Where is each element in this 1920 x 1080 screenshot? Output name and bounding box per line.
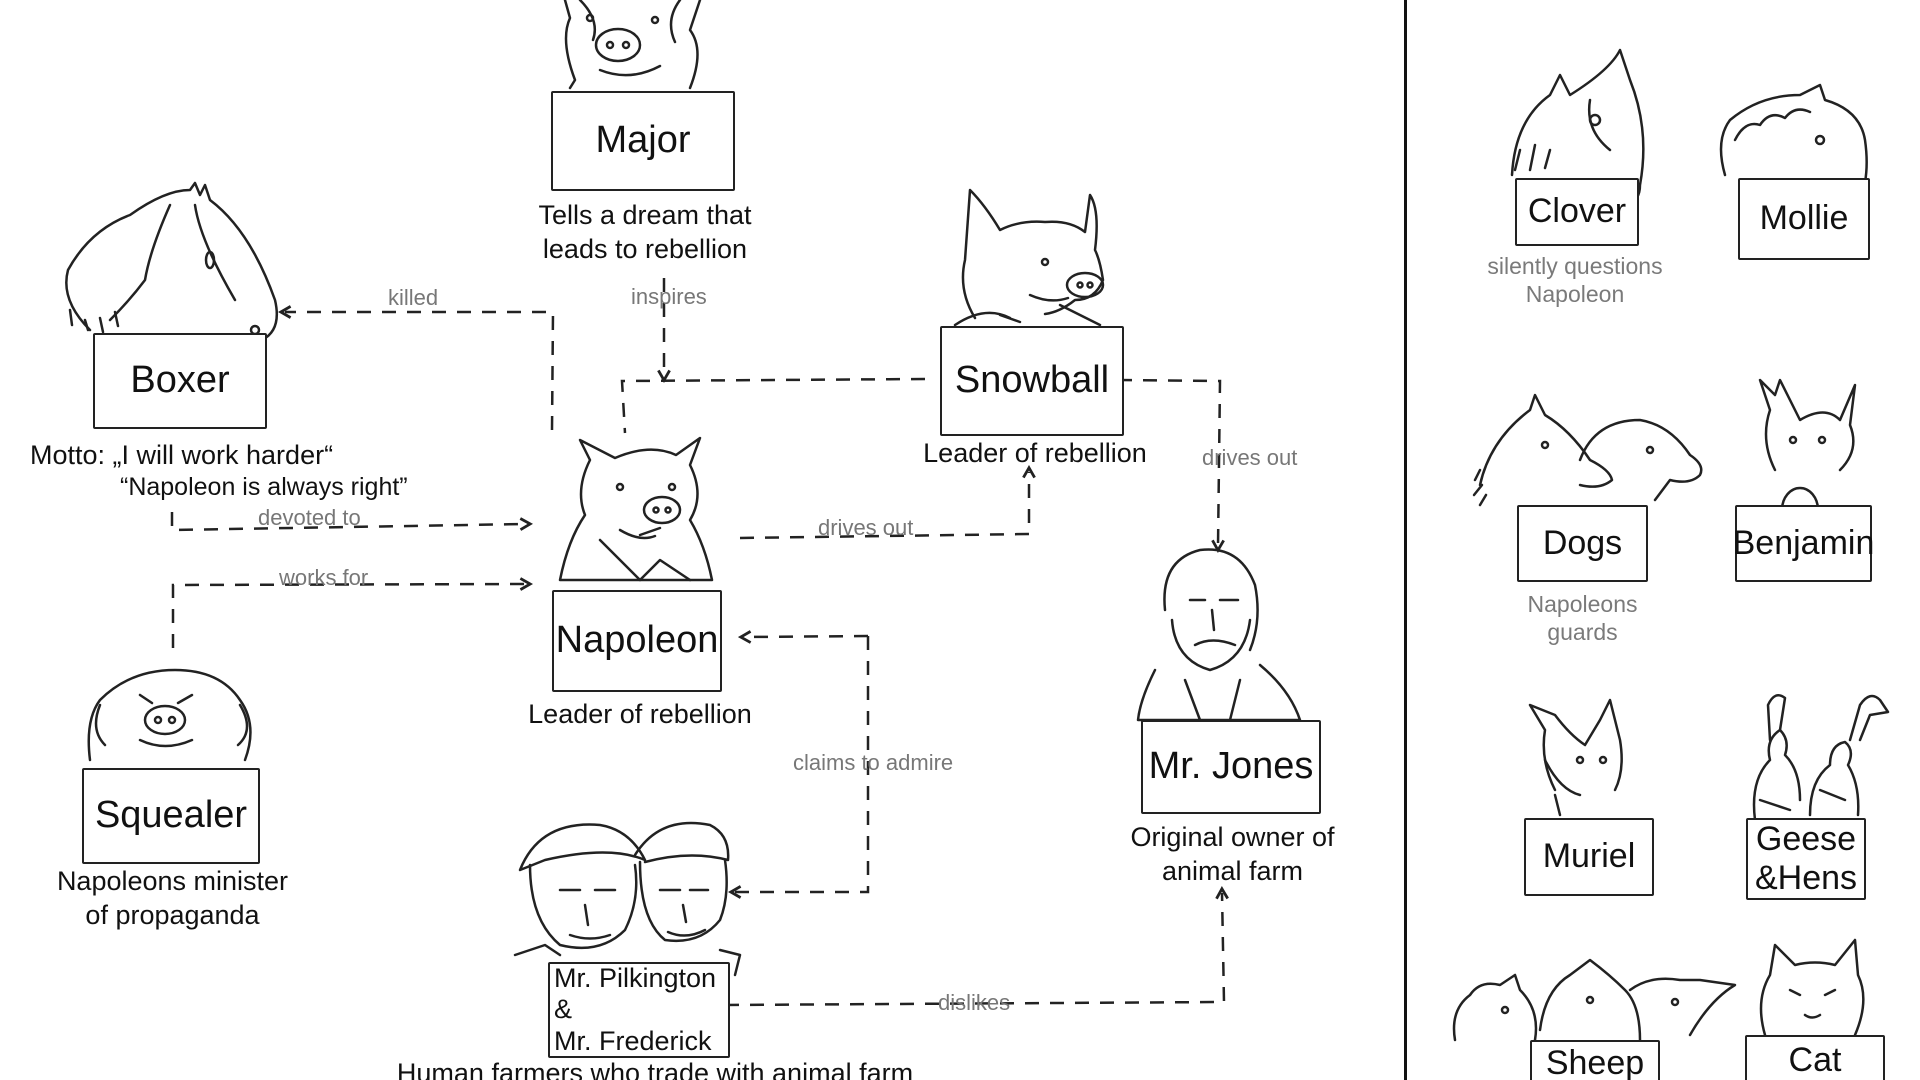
snowball-pig-drawing xyxy=(953,188,1105,327)
edge-drives-out-1 xyxy=(739,472,1029,540)
edge-devoted-to xyxy=(170,512,526,532)
clover-desc-line1: silently questions xyxy=(1487,253,1663,279)
edge-label-claims-to-admire: claims to admire xyxy=(793,750,954,775)
edge-label-devoted-to: devoted to xyxy=(258,505,361,530)
jones-desc-line2: animal farm xyxy=(1161,856,1304,886)
napoleon-description: Leader of rebellion xyxy=(528,699,752,729)
node-major: Major xyxy=(551,91,735,191)
cat-drawing xyxy=(1759,938,1865,1037)
dogs-desc-line2: guards xyxy=(1547,619,1618,645)
node-farmers: Mr. Pilkington & Mr. Frederick xyxy=(548,962,730,1058)
node-boxer: Boxer xyxy=(93,333,267,429)
node-mollie: Mollie xyxy=(1738,178,1870,260)
node-clover: Clover xyxy=(1515,178,1639,246)
node-benjamin: Benjamin xyxy=(1733,505,1874,582)
squealer-pig-drawing xyxy=(87,668,252,762)
edge-killed xyxy=(285,312,555,431)
farmers-description: Human farmers who trade with animal farm xyxy=(396,1058,914,1080)
edge-label-dislikes: dislikes xyxy=(938,990,1011,1015)
dogs-drawing xyxy=(1472,393,1703,507)
dogs-desc-line1: Napoleons xyxy=(1527,591,1638,617)
major-desc-line1: Tells a dream that xyxy=(538,200,752,230)
node-snowball: Snowball xyxy=(940,326,1124,436)
edge-label-works-for: works for xyxy=(279,565,369,590)
node-napoleon: Napoleon xyxy=(552,590,722,692)
jones-description: Original owner of animal farm xyxy=(1100,820,1365,888)
node-sheep: Sheep xyxy=(1530,1040,1660,1080)
node-cat: Cat xyxy=(1745,1035,1885,1080)
squealer-desc-line1: Napoleons minister xyxy=(56,866,289,896)
edge-drives-out-2 xyxy=(1117,378,1220,546)
muriel-goat-drawing xyxy=(1528,698,1623,817)
edge-works-for xyxy=(171,584,526,648)
clover-desc-line2: Napoleon xyxy=(1525,281,1625,307)
edge-label-inspires: inspires xyxy=(631,284,707,309)
jones-drawing xyxy=(1136,548,1302,722)
farmers-drawing xyxy=(513,821,742,977)
farmers-name-line2: Mr. Frederick xyxy=(554,1025,712,1056)
node-mr-jones: Mr. Jones xyxy=(1141,720,1321,814)
geese-name-line2: &Hens xyxy=(1754,859,1858,897)
boxer-motto-line1: Motto: „I will work harder“ xyxy=(30,440,334,470)
edge-dislikes xyxy=(724,893,1224,1007)
node-muriel: Muriel xyxy=(1524,818,1654,896)
edge-label-drives-out-1: drives out xyxy=(818,515,914,540)
major-pig-drawing xyxy=(563,0,702,90)
boxer-motto: Motto: „I will work harder“ “Napoleon is… xyxy=(30,438,410,502)
panel-divider xyxy=(1404,0,1407,1080)
dogs-description: Napoleons guards xyxy=(1480,590,1685,646)
farmers-name-line1: Mr. Pilkington & xyxy=(554,963,717,1025)
boxer-horse-drawing xyxy=(65,181,279,343)
major-desc-line2: leads to rebellion xyxy=(542,234,748,264)
node-geese-hens: Geese &Hens xyxy=(1746,818,1866,900)
node-major-description: Tells a dream that leads to rebellion xyxy=(500,198,790,266)
geese-hens-drawing xyxy=(1752,693,1890,822)
node-dogs: Dogs xyxy=(1517,505,1648,582)
geese-name-line1: Geese xyxy=(1755,819,1857,858)
napoleon-pig-drawing xyxy=(558,436,714,582)
edge-label-drives-out-2: drives out xyxy=(1202,445,1298,470)
squealer-desc-line2: of propaganda xyxy=(85,900,260,930)
clover-description: silently questions Napoleon xyxy=(1470,252,1680,308)
edge-snowball-napoleon xyxy=(620,377,926,434)
edge-claims-to-admire xyxy=(735,636,870,892)
edge-label-killed: killed xyxy=(388,285,439,310)
snowball-description: Leader of rebellion xyxy=(923,438,1147,468)
boxer-motto-line2: “Napoleon is always right” xyxy=(120,473,408,501)
squealer-description: Napoleons minister of propaganda xyxy=(30,864,315,932)
node-squealer: Squealer xyxy=(82,768,260,864)
jones-desc-line1: Original owner of xyxy=(1130,822,1335,852)
sheep-drawing xyxy=(1452,958,1737,1042)
